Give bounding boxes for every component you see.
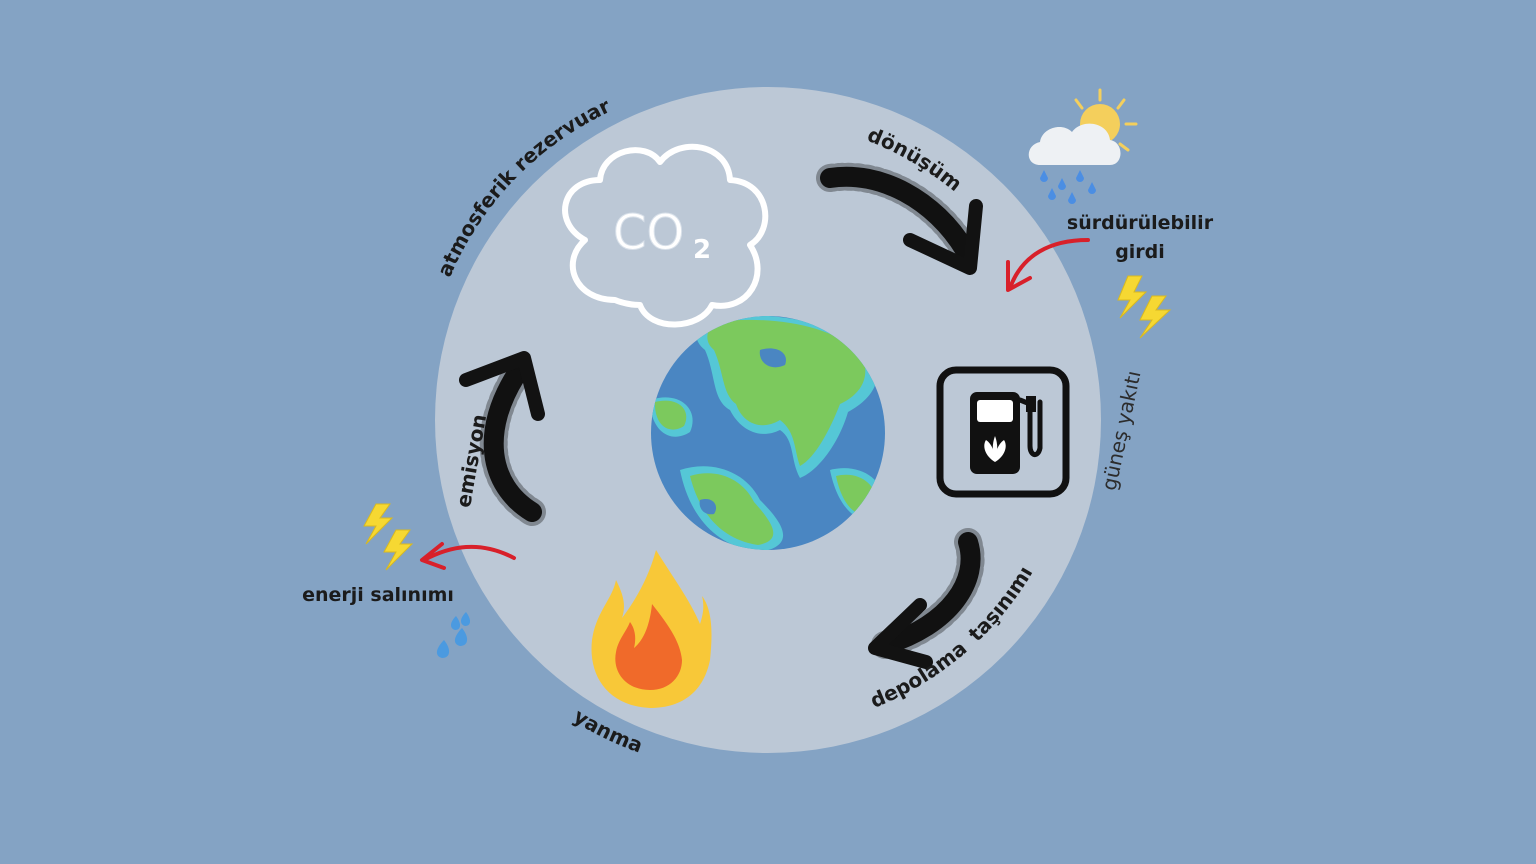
lightning-icon-right <box>1117 275 1172 339</box>
sun-cloud-rain-icon <box>1028 88 1138 204</box>
co2-text: CO <box>613 205 684 261</box>
co2-cloud-icon: CO 2 <box>562 143 769 328</box>
lightning-icon-left <box>363 503 414 571</box>
label-gunes-yakiti: güneş yakıtı <box>1097 368 1146 492</box>
label-girdi: girdi <box>1115 241 1165 263</box>
arrow-donusum <box>816 162 983 275</box>
label-enerji-salinimi: enerji salınımı <box>302 584 454 606</box>
label-surdurulebilir: sürdürülebilir <box>1067 212 1214 234</box>
water-drops-icon <box>436 612 471 658</box>
arrow-emisyon <box>459 351 546 526</box>
arrow-depolama <box>868 528 985 669</box>
red-arrow-surdurulebilir <box>1006 238 1090 292</box>
flame-icon <box>591 550 712 708</box>
earth-globe-icon <box>651 316 885 550</box>
fuel-pump-icon <box>936 366 1070 498</box>
red-arrow-enerji <box>420 542 516 570</box>
co2-subscript: 2 <box>693 235 711 265</box>
